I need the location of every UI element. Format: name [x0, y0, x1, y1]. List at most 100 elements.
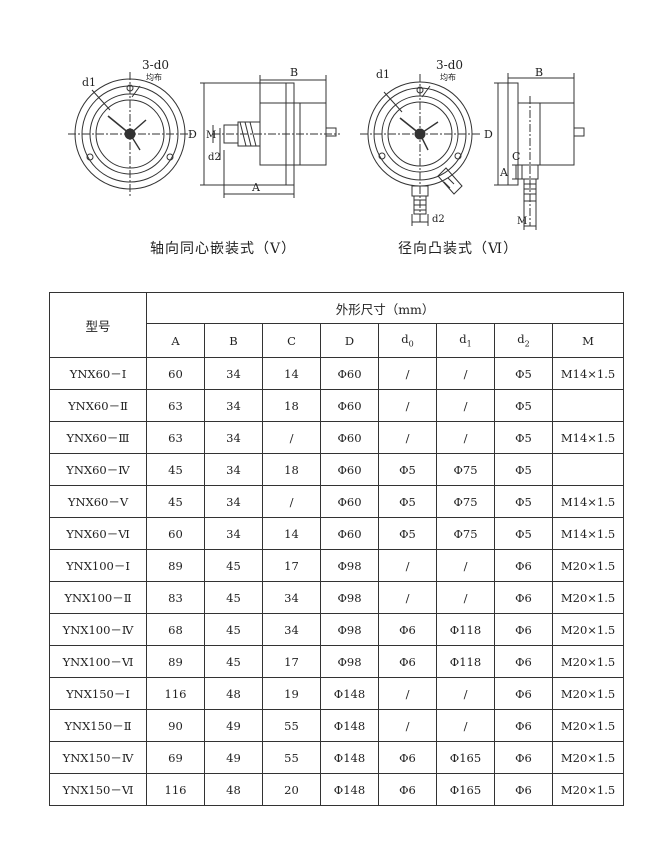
table-cell: M14×1.5	[551, 421, 625, 454]
table-cell: 34	[204, 357, 263, 390]
table-cell: 18	[262, 389, 321, 422]
caption-radial-flange-mount: 径向凸装式（Ⅵ）	[398, 241, 519, 257]
table-cell: 34	[204, 453, 263, 486]
table-cell: Φ60	[320, 357, 379, 390]
table-cell: Φ6	[378, 645, 437, 678]
table-cell: M20×1.5	[551, 709, 625, 742]
table-cell: Φ60	[320, 485, 379, 518]
table-cell: Φ5	[494, 421, 553, 454]
table-cell: /	[378, 581, 437, 614]
table-cell: Φ75	[436, 453, 495, 486]
table-cell: 45	[204, 581, 263, 614]
right-front-view	[360, 74, 480, 226]
table-cell: Φ60	[320, 421, 379, 454]
table-cell: Φ118	[436, 645, 495, 678]
model-cell: YNX100－Ⅵ	[49, 645, 147, 678]
dimensions-header: 外形尺寸（mm）	[145, 292, 625, 324]
model-cell: YNX150－Ⅰ	[49, 677, 147, 710]
table-cell: 14	[262, 357, 321, 390]
table-cell: Φ5	[378, 485, 437, 518]
table-cell: Φ6	[494, 709, 553, 742]
table-cell: M20×1.5	[551, 613, 625, 646]
table-cell: 45	[146, 485, 205, 518]
table-cell: /	[436, 549, 495, 582]
column-header: A	[146, 323, 205, 358]
table-cell: /	[262, 485, 321, 518]
model-cell: YNX60－Ⅱ	[49, 389, 147, 422]
table-cell: M14×1.5	[551, 485, 625, 518]
table-cell: 63	[146, 421, 205, 454]
mounting-hole-icon	[378, 152, 386, 160]
table-cell: Φ6	[378, 741, 437, 774]
svg-text:A: A	[251, 181, 261, 194]
model-cell: YNX60－Ⅰ	[49, 357, 147, 390]
model-cell: YNX100－Ⅳ	[49, 613, 147, 646]
table-cell: /	[378, 709, 437, 742]
table-cell: 116	[146, 677, 205, 710]
table-cell: 83	[146, 581, 205, 614]
table-cell: Φ148	[320, 709, 379, 742]
table-cell: /	[436, 677, 495, 710]
model-cell: YNX60－Ⅴ	[49, 485, 147, 518]
table-cell: /	[378, 389, 437, 422]
table-cell: Φ5	[494, 485, 553, 518]
table-cell: 20	[262, 773, 321, 806]
svg-text:d1: d1	[376, 68, 390, 81]
table-cell: Φ148	[320, 677, 379, 710]
table-cell: 90	[146, 709, 205, 742]
table-cell: Φ6	[494, 549, 553, 582]
table-cell: 48	[204, 677, 263, 710]
right-side-labels: B D C A M	[484, 66, 543, 227]
table-cell: 14	[262, 517, 321, 550]
mounting-hole-icon	[86, 153, 94, 161]
table-cell: Φ5	[494, 389, 553, 422]
table-cell: /	[436, 709, 495, 742]
model-header: 型号	[49, 292, 147, 358]
svg-text:B: B	[290, 66, 298, 79]
table-cell: 68	[146, 613, 205, 646]
svg-text:D: D	[484, 128, 493, 141]
column-header: D	[320, 323, 379, 358]
table-cell: 45	[204, 549, 263, 582]
table-cell: Φ165	[436, 773, 495, 806]
table-cell: 34	[262, 613, 321, 646]
table-cell: Φ165	[436, 741, 495, 774]
table-cell: Φ6	[378, 613, 437, 646]
svg-text:均布: 均布	[440, 72, 456, 82]
table-cell: Φ98	[320, 645, 379, 678]
column-header: M	[551, 323, 625, 358]
table-cell: 63	[146, 389, 205, 422]
table-cell: 18	[262, 453, 321, 486]
caption-axial-flush-mount: 轴向同心嵌装式（Ⅴ）	[150, 241, 297, 257]
table-cell: M14×1.5	[551, 357, 625, 390]
svg-text:C: C	[512, 150, 520, 163]
table-cell: Φ6	[494, 677, 553, 710]
table-cell: 17	[262, 549, 321, 582]
model-cell: YNX150－Ⅱ	[49, 709, 147, 742]
table-cell: 60	[146, 357, 205, 390]
table-cell: 55	[262, 709, 321, 742]
table-cell: M20×1.5	[551, 581, 625, 614]
table-cell: Φ60	[320, 453, 379, 486]
model-cell: YNX60－Ⅳ	[49, 453, 147, 486]
table-cell	[551, 453, 625, 486]
column-header: d1	[436, 323, 495, 358]
table-cell: /	[262, 421, 321, 454]
table-cell: 48	[204, 773, 263, 806]
table-cell: Φ6	[378, 773, 437, 806]
table-cell: /	[378, 357, 437, 390]
table-cell: 34	[204, 485, 263, 518]
table-cell: 45	[204, 613, 263, 646]
column-header: B	[204, 323, 263, 358]
table-cell: 17	[262, 645, 321, 678]
table-cell: 45	[146, 453, 205, 486]
